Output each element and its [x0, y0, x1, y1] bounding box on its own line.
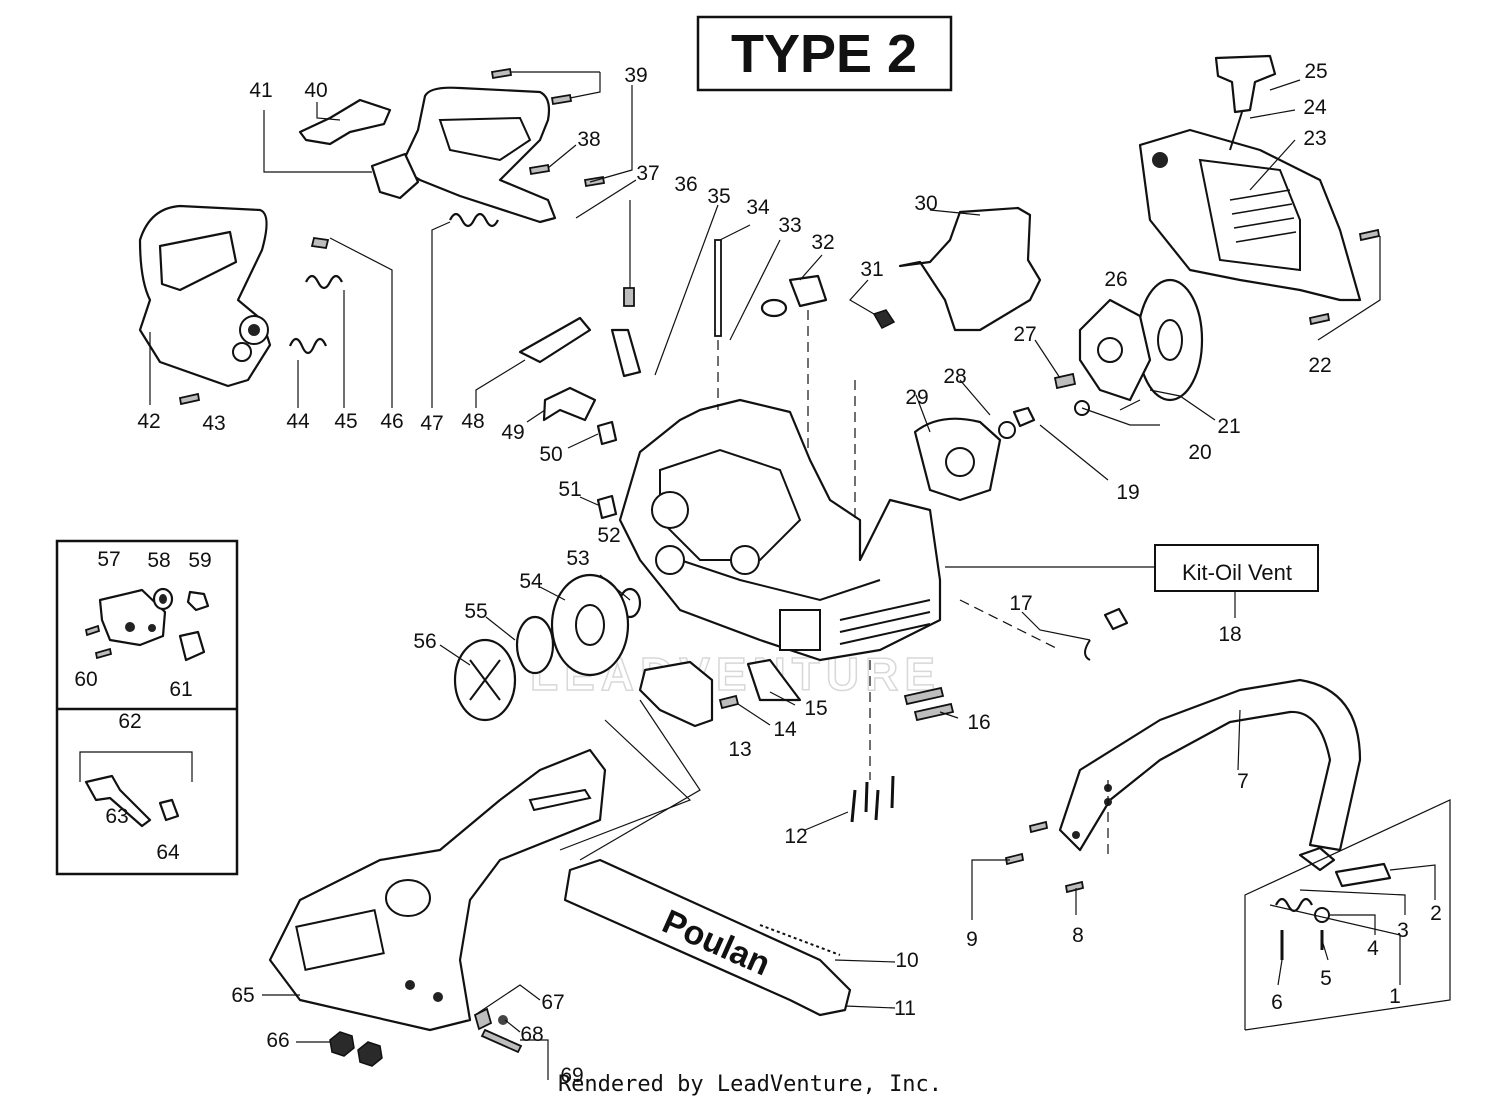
- part-label-38: 38: [577, 128, 600, 151]
- part-number-labels: 1 2 3 4 5 6 7 8 9 10 11 12 13 14 15 16 1…: [74, 60, 1442, 1087]
- part-label-25: 25: [1304, 60, 1327, 83]
- part-label-24: 24: [1303, 96, 1327, 119]
- rear-handle: [138, 204, 272, 388]
- starter-parts: [1053, 278, 1204, 416]
- part-label-6: 6: [1271, 991, 1283, 1014]
- part-label-44: 44: [286, 410, 310, 433]
- clutch-group: [453, 573, 642, 722]
- part-label-20: 20: [1188, 441, 1211, 464]
- heat-shield: [760, 206, 1042, 332]
- part-label-8: 8: [1072, 924, 1084, 947]
- part-label-35: 35: [707, 185, 730, 208]
- part-label-46: 46: [380, 410, 403, 433]
- part-label-68: 68: [520, 1023, 543, 1046]
- part-label-17: 17: [1009, 592, 1032, 615]
- part-label-64: 64: [156, 841, 180, 864]
- part-label-56: 56: [413, 630, 436, 653]
- part-label-49: 49: [501, 421, 524, 444]
- part-label-53: 53: [566, 547, 589, 570]
- part-label-34: 34: [746, 196, 770, 219]
- springs: [178, 212, 499, 406]
- kit-oil-vent-label: Kit-Oil Vent: [1182, 560, 1292, 585]
- part-label-39: 39: [624, 64, 647, 87]
- side-cover: [268, 748, 607, 1032]
- guide-bar: Poulan: [563, 858, 852, 1017]
- part-label-16: 16: [967, 711, 990, 734]
- front-handle: [1004, 678, 1362, 894]
- brake-parts: [518, 239, 722, 520]
- part-label-62: 62: [118, 710, 141, 733]
- part-label-15: 15: [804, 697, 827, 720]
- oil-vent: [1084, 607, 1129, 661]
- title-box: TYPE 2: [696, 15, 953, 92]
- part-label-33: 33: [778, 214, 801, 237]
- part-label-66: 66: [266, 1029, 289, 1052]
- part-label-57: 57: [97, 548, 120, 571]
- part-label-52: 52: [597, 524, 620, 547]
- part-label-7: 7: [1237, 770, 1249, 793]
- part-label-45: 45: [334, 410, 357, 433]
- part-label-36: 36: [674, 173, 697, 196]
- part-label-10: 10: [895, 949, 918, 972]
- part-label-67: 67: [541, 991, 564, 1014]
- part-label-55: 55: [464, 600, 487, 623]
- part-label-28: 28: [943, 365, 966, 388]
- part-label-51: 51: [558, 478, 581, 501]
- guard-plates: [638, 658, 955, 728]
- part-label-22: 22: [1308, 354, 1331, 377]
- part-label-65: 65: [231, 984, 254, 1007]
- part-label-43: 43: [202, 412, 225, 435]
- kit-oil-vent-box: Kit-Oil Vent: [945, 544, 1319, 618]
- part-label-63: 63: [105, 805, 128, 828]
- part-label-4: 4: [1367, 937, 1379, 960]
- part-label-12: 12: [784, 825, 807, 848]
- part-label-54: 54: [519, 570, 543, 593]
- part-label-48: 48: [461, 410, 484, 433]
- part-label-60: 60: [74, 668, 97, 691]
- part-label-9: 9: [966, 928, 978, 951]
- part-label-58: 58: [147, 549, 170, 572]
- assembly-lines: [559, 310, 1109, 861]
- part-label-19: 19: [1116, 481, 1139, 504]
- inset-panels: [55, 539, 239, 876]
- crankcase: [618, 398, 942, 662]
- studs: [850, 775, 895, 823]
- part-label-1: 1: [1389, 985, 1401, 1008]
- footer-credit: Rendered by LeadVenture, Inc.: [558, 1072, 942, 1097]
- part-label-37: 37: [636, 162, 659, 185]
- flywheel-group: [913, 406, 1036, 502]
- part-label-18: 18: [1218, 623, 1241, 646]
- part-label-61: 61: [169, 678, 192, 701]
- part-label-2: 2: [1430, 902, 1442, 925]
- part-label-69: 69: [560, 1064, 583, 1087]
- part-label-50: 50: [539, 443, 562, 466]
- part-label-11: 11: [894, 997, 916, 1020]
- part-label-59: 59: [188, 549, 211, 572]
- part-label-31: 31: [860, 258, 883, 281]
- diagram-title: TYPE 2: [731, 24, 917, 84]
- part-label-21: 21: [1217, 415, 1240, 438]
- part-label-29: 29: [905, 386, 928, 409]
- part-label-14: 14: [773, 718, 797, 741]
- part-label-42: 42: [137, 410, 160, 433]
- part-label-5: 5: [1320, 967, 1332, 990]
- part-label-27: 27: [1013, 323, 1036, 346]
- part-label-47: 47: [420, 412, 443, 435]
- part-label-23: 23: [1303, 127, 1326, 150]
- leader-lines: [149, 71, 1436, 1080]
- part-label-13: 13: [728, 738, 751, 761]
- starter-housing: [1138, 54, 1381, 326]
- part-label-3: 3: [1397, 919, 1409, 942]
- part-label-26: 26: [1104, 268, 1127, 291]
- top-handle-frame: [298, 67, 606, 224]
- cover-hardware: [329, 1007, 523, 1067]
- part-label-40: 40: [304, 79, 327, 102]
- part-label-41: 41: [249, 79, 272, 102]
- part-label-30: 30: [914, 192, 937, 215]
- part-label-32: 32: [811, 231, 834, 254]
